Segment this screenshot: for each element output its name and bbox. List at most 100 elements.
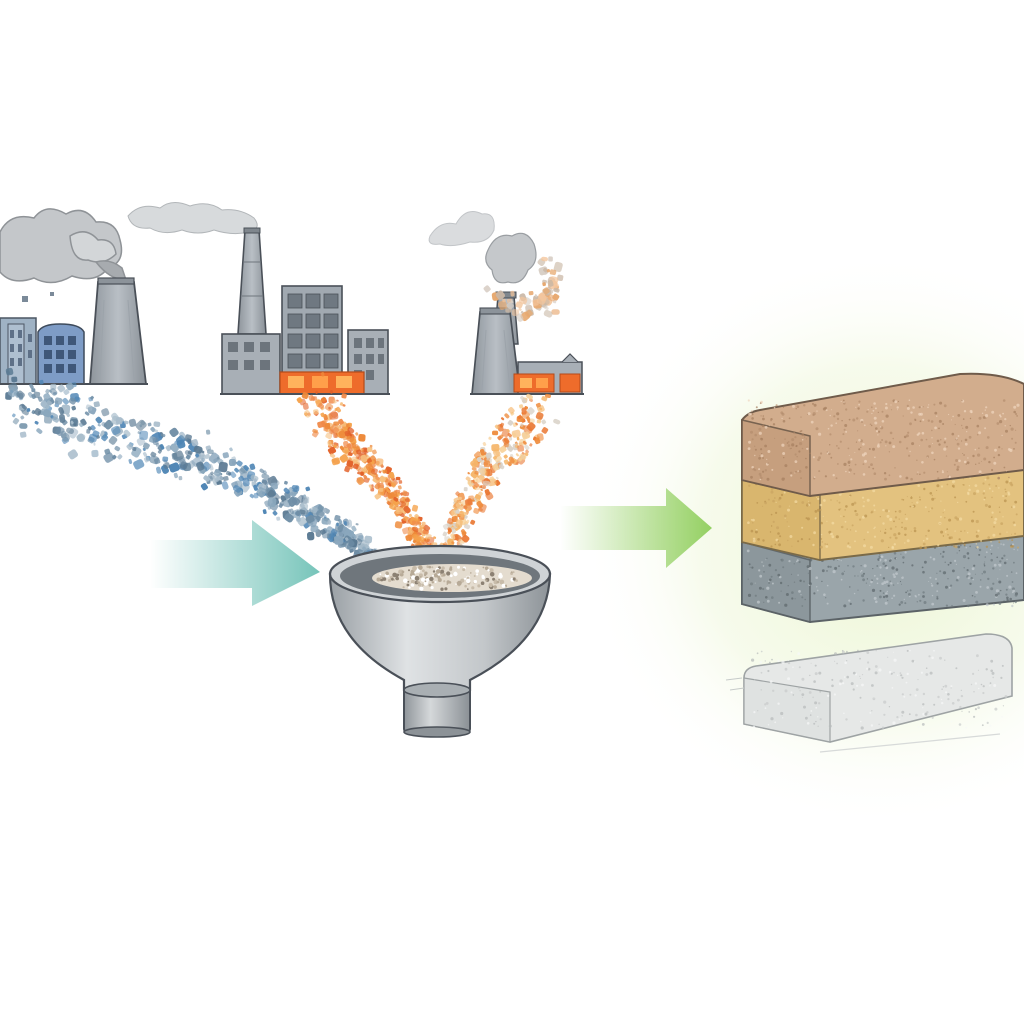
- speck: [398, 570, 402, 574]
- speck: [877, 411, 879, 413]
- speck: [796, 559, 799, 562]
- particle: [201, 457, 206, 462]
- speck: [846, 545, 850, 548]
- particle: [16, 390, 25, 399]
- speck: [936, 590, 939, 592]
- speck: [878, 430, 881, 433]
- speck: [889, 527, 893, 530]
- speck: [962, 427, 964, 429]
- speck: [808, 691, 812, 694]
- particle: [284, 513, 294, 523]
- speck: [875, 600, 878, 604]
- speck: [799, 442, 803, 446]
- speck: [937, 477, 940, 480]
- speck: [954, 530, 956, 532]
- speck: [780, 411, 784, 415]
- speck: [998, 446, 1001, 449]
- speck: [793, 563, 795, 565]
- speck: [862, 443, 865, 446]
- speck: [880, 530, 881, 532]
- speck: [936, 597, 939, 600]
- particle: [527, 420, 531, 424]
- speck: [901, 710, 905, 714]
- speck: [866, 498, 870, 502]
- speck: [881, 726, 885, 729]
- speck: [879, 595, 882, 599]
- particle: [243, 465, 249, 471]
- speck: [757, 538, 760, 541]
- debris: [22, 296, 28, 302]
- particle: [411, 504, 419, 512]
- particle: [185, 454, 191, 460]
- particle: [461, 534, 470, 543]
- speck: [978, 462, 980, 465]
- particle: [332, 426, 340, 434]
- particle: [95, 416, 103, 424]
- particle: [483, 460, 490, 468]
- speck: [1011, 533, 1013, 535]
- speck: [894, 536, 898, 540]
- speck: [956, 468, 959, 471]
- speck: [941, 471, 945, 474]
- speck: [873, 596, 877, 600]
- particle: [542, 287, 550, 295]
- particle: [229, 471, 237, 478]
- speck: [1017, 546, 1019, 549]
- speck: [914, 419, 917, 421]
- particle: [553, 287, 560, 293]
- speck: [919, 473, 921, 476]
- speck: [867, 661, 870, 664]
- speck: [992, 533, 996, 537]
- particle: [12, 417, 20, 425]
- speck: [985, 446, 989, 450]
- speck: [839, 679, 843, 683]
- speck: [842, 433, 845, 436]
- speck: [924, 560, 927, 564]
- speck: [943, 509, 946, 511]
- speck: [836, 445, 838, 447]
- particle: [510, 290, 515, 297]
- particle: [334, 514, 341, 522]
- speck: [870, 724, 874, 727]
- speck: [860, 446, 862, 448]
- input-arrow-icon: [150, 520, 320, 606]
- speck: [896, 406, 899, 409]
- speck: [984, 409, 986, 411]
- speck: [1001, 557, 1004, 560]
- speck: [985, 417, 987, 419]
- speck: [972, 510, 975, 513]
- speck: [754, 582, 756, 584]
- speck: [923, 471, 926, 474]
- speck: [750, 529, 754, 533]
- speck: [1012, 587, 1015, 591]
- particle: [253, 484, 258, 491]
- particle: [528, 290, 534, 296]
- particle: [348, 451, 353, 456]
- speck: [874, 665, 878, 668]
- speck: [805, 716, 808, 720]
- particle: [355, 432, 359, 436]
- speck: [767, 669, 770, 673]
- speck: [879, 441, 882, 444]
- particle: [489, 476, 495, 482]
- speck: [863, 424, 866, 427]
- speck: [794, 460, 798, 463]
- speck: [852, 418, 856, 422]
- speck: [801, 447, 804, 450]
- speck: [843, 462, 847, 466]
- particle: [195, 453, 200, 458]
- particle: [365, 462, 374, 471]
- speck: [798, 560, 801, 564]
- speck: [800, 430, 803, 432]
- particle: [387, 482, 392, 487]
- speck: [994, 517, 998, 521]
- speck: [901, 693, 904, 696]
- speck: [984, 427, 987, 430]
- particle: [200, 483, 208, 491]
- speck: [966, 461, 970, 465]
- speck: [388, 578, 392, 583]
- particle: [517, 445, 525, 452]
- particle: [232, 485, 242, 493]
- particle: [351, 525, 357, 532]
- speck: [843, 676, 846, 678]
